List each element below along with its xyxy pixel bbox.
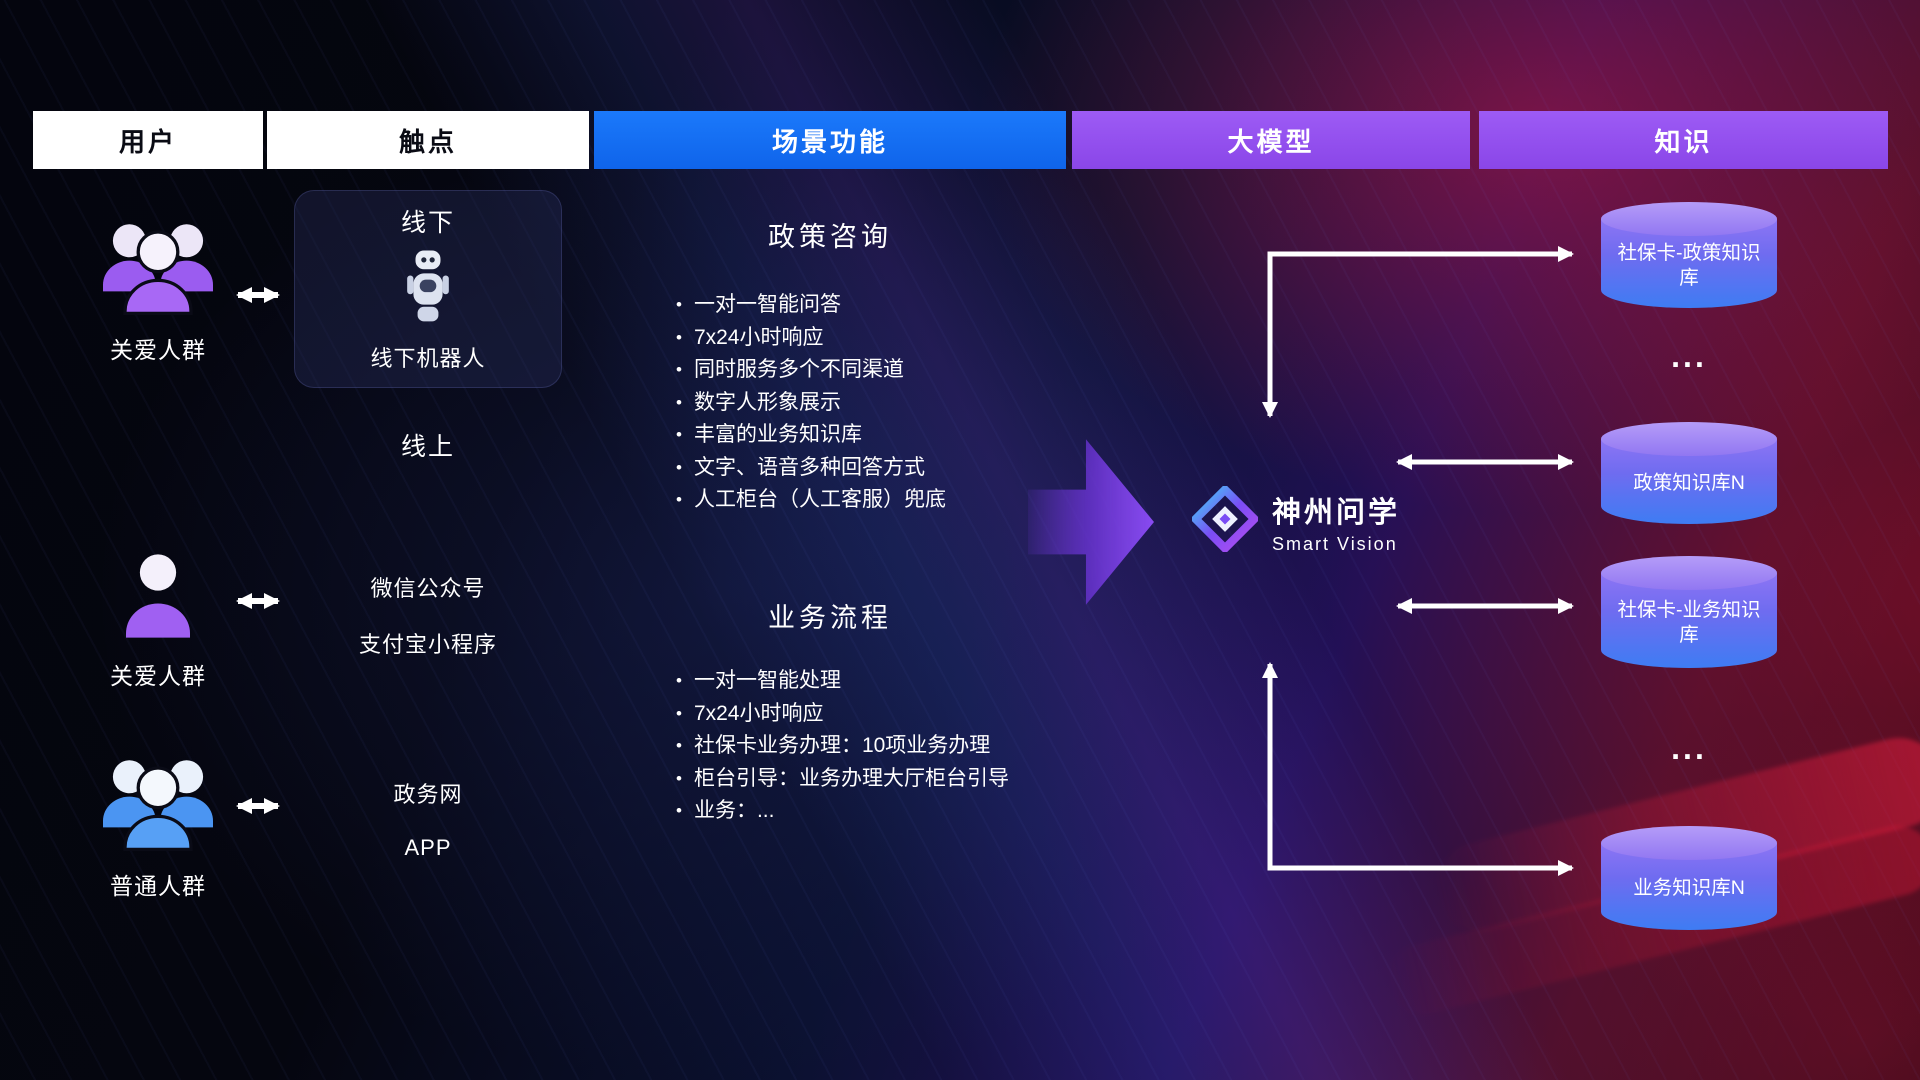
online-channel-alipay: 支付宝小程序: [358, 632, 497, 657]
database-label: 社保卡-业务知识库: [1617, 598, 1761, 646]
scene-title-policy-consult: 政策咨询: [768, 222, 892, 252]
online-channel-app: APP: [404, 835, 452, 860]
robot-icon: [403, 246, 453, 335]
knowledge-db-business-n: 业务知识库N: [1601, 826, 1777, 930]
scene-feature-item: 7x24小时响应: [676, 322, 946, 355]
scene-feature-item: 社保卡业务办理：10项业务办理: [676, 730, 1009, 763]
database-cylinder-top: [1601, 422, 1777, 456]
offline-title: 线下: [400, 209, 455, 237]
scene-feature-item: 丰富的业务知识库: [676, 419, 946, 452]
column-header-scene-functions: 场景功能: [594, 111, 1066, 169]
scene-feature-item: 人工柜台（人工客服）兜底: [676, 484, 946, 517]
online-title: 线上: [400, 433, 455, 461]
user-group-label: 普通人群: [110, 873, 206, 899]
people-group-icon: [92, 212, 224, 323]
column-header-users: 用户: [33, 111, 263, 169]
database-label: 业务知识库N: [1633, 877, 1745, 900]
offline-robot-label: 线下机器人: [370, 346, 486, 371]
scene-feature-item: 数字人形象展示: [676, 387, 946, 420]
column-header-large-model: 大模型: [1072, 111, 1470, 169]
user-single-care: 关爱人群: [103, 548, 213, 691]
offline-touchpoint-panel: 线下 线下机器人: [294, 190, 562, 388]
scene-feature-list: 一对一智能问答 7x24小时响应 同时服务多个不同渠道 数字人形象展示 丰富的业…: [676, 289, 946, 517]
database-label: 社保卡-政策知识库: [1617, 241, 1761, 289]
scene-feature-item: 文字、语音多种回答方式: [676, 452, 946, 485]
user-group-general: 普通人群: [85, 748, 231, 901]
smart-vision-logo-icon: [1189, 483, 1261, 557]
user-group-care: 关爱人群: [85, 212, 231, 365]
knowledge-db-policy-n: 政策知识库N: [1601, 422, 1777, 524]
scene-feature-item: 一对一智能处理: [676, 665, 1009, 698]
people-group-icon: [92, 748, 224, 859]
ellipsis: ...: [1671, 730, 1707, 766]
scene-feature-item: 同时服务多个不同渠道: [676, 354, 946, 387]
knowledge-db-social-policy: 社保卡-政策知识库: [1601, 202, 1777, 308]
model-logo: 神州问学 Smart Vision: [1189, 483, 1401, 557]
scene-feature-item: 业务：...: [676, 795, 1009, 828]
scene-feature-list: 一对一智能处理 7x24小时响应 社保卡业务办理：10项业务办理 柜台引导：业务…: [676, 665, 1009, 828]
user-group-label: 关爱人群: [110, 337, 206, 363]
online-channel-wechat: 微信公众号: [370, 576, 486, 601]
database-cylinder-top: [1601, 202, 1777, 236]
scene-feature-item: 一对一智能问答: [676, 289, 946, 322]
model-subtitle: Smart Vision: [1272, 533, 1398, 554]
online-channel-gov-web: 政务网: [393, 782, 463, 807]
knowledge-db-social-business: 社保卡-业务知识库: [1601, 556, 1777, 668]
model-name: 神州问学: [1272, 496, 1401, 529]
user-group-label: 关爱人群: [110, 663, 206, 689]
scene-feature-item: 7x24小时响应: [676, 698, 1009, 731]
database-cylinder-top: [1601, 556, 1777, 590]
database-cylinder-top: [1601, 826, 1777, 860]
scene-title-business-process: 业务流程: [768, 603, 892, 633]
database-label: 政策知识库N: [1633, 472, 1745, 495]
scene-feature-item: 柜台引导：业务办理大厅柜台引导: [676, 763, 1009, 796]
ellipsis: ...: [1671, 338, 1707, 374]
person-icon: [119, 548, 197, 649]
column-header-touchpoints: 触点: [267, 111, 589, 169]
column-header-knowledge: 知识: [1479, 111, 1888, 169]
